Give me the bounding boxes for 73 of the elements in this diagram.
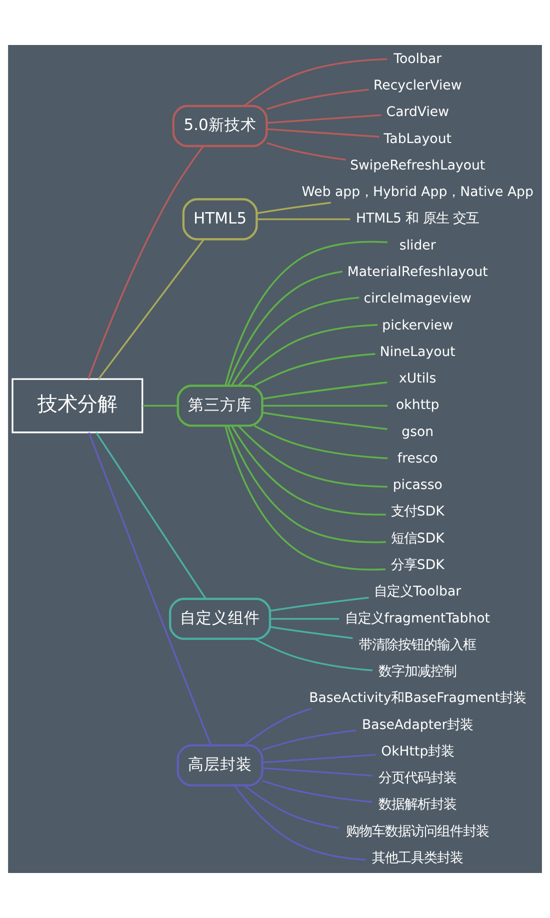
node-text: RecyclerView <box>374 78 462 94</box>
connector <box>266 128 380 138</box>
connector <box>230 296 360 386</box>
connector <box>142 404 178 407</box>
connector <box>238 425 388 488</box>
connector <box>254 425 388 460</box>
node-text: 分页代码封装 <box>378 771 457 786</box>
node-box: 5.0新技术 <box>172 104 268 148</box>
connector <box>262 767 372 777</box>
connector <box>98 239 204 380</box>
connector <box>227 426 386 544</box>
connector <box>238 324 378 386</box>
connector <box>256 202 331 214</box>
node-text: 购物车数据访问组件封装 <box>346 824 490 840</box>
connector <box>96 432 206 600</box>
node-text: Web app，Hybrid App，Native App <box>302 185 534 200</box>
node-text: slider <box>399 238 436 254</box>
node-text: xUtils <box>399 372 436 387</box>
connector <box>262 404 388 407</box>
connector <box>257 218 350 220</box>
node-text: 分享SDK <box>390 558 444 573</box>
connector <box>262 381 388 400</box>
connector <box>234 785 366 861</box>
node-text: gson <box>402 424 434 440</box>
node-text: 短信SDK <box>390 531 444 546</box>
node-text: BaseActivity和BaseFragment封装 <box>309 691 526 706</box>
connector <box>262 412 388 430</box>
node-text: 数据解析封装 <box>378 798 457 813</box>
connector <box>224 426 386 571</box>
node-text: 自定义Toolbar <box>374 584 462 600</box>
connector <box>262 780 373 803</box>
node-text: Toolbar <box>394 52 442 67</box>
node-text: 数字加减控制 <box>378 664 457 680</box>
node-text: OkHttp封装 <box>381 744 454 760</box>
node-box: 第三方库 <box>176 384 264 427</box>
connector <box>254 353 376 386</box>
node-text: MaterialRefeshlayout <box>347 264 488 280</box>
connector <box>230 425 386 516</box>
node-text: SwipeRefreshLayout <box>350 158 486 174</box>
node-text: HTML5 和 原生 交互 <box>356 212 480 227</box>
node-text: circleImageview <box>364 292 472 307</box>
connector <box>270 626 353 640</box>
node-box: 自定义组件 <box>169 598 272 640</box>
node-box: 高层封装 <box>176 744 264 786</box>
node-text: okhttp <box>396 398 440 414</box>
connector <box>270 596 369 612</box>
connector <box>262 754 376 764</box>
connector <box>254 638 373 672</box>
node-text: BaseAdapter封装 <box>362 718 474 733</box>
connector <box>266 114 382 124</box>
node-text: CardView <box>386 105 449 120</box>
node-text: pickerview <box>382 318 454 334</box>
connector <box>270 618 340 620</box>
node-text: 其他工具类封装 <box>372 851 464 866</box>
connector <box>244 708 312 746</box>
node-box: 技术分解 <box>12 378 144 434</box>
node-box: HTML5 <box>182 198 258 240</box>
node-text: picasso <box>392 478 442 494</box>
connector <box>244 784 340 829</box>
node-text: TabLayout <box>384 132 452 147</box>
connector <box>266 88 369 110</box>
node-text: 自定义fragmentTabhot <box>345 611 490 626</box>
node-text: NineLayout <box>380 344 456 360</box>
connector <box>266 142 346 161</box>
connector <box>88 432 212 746</box>
connector <box>224 240 388 386</box>
connector <box>262 729 356 751</box>
node-text: fresco <box>397 451 438 466</box>
connector <box>227 270 343 386</box>
connector <box>88 146 204 380</box>
node-text: 支付SDK <box>390 504 444 520</box>
connector <box>244 58 388 107</box>
node-text: 带清除按钮的输入框 <box>359 638 476 653</box>
